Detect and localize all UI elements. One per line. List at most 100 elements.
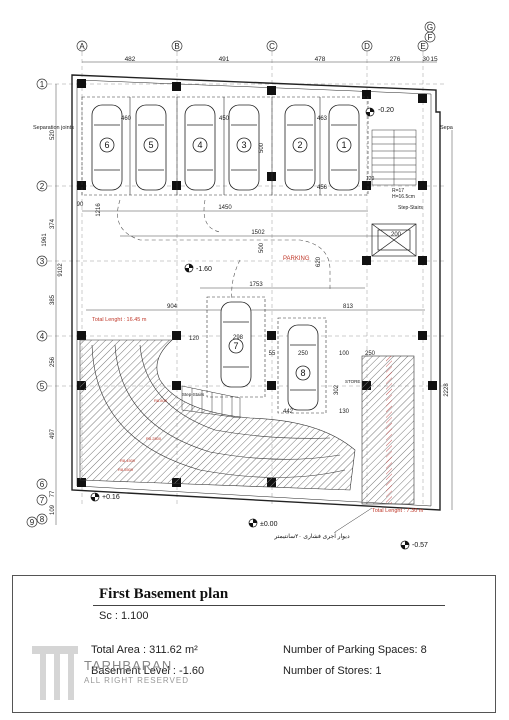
svg-text:-0.57: -0.57 — [412, 542, 428, 549]
store-count: Number of Stores: 1 — [283, 665, 382, 677]
svg-text:2228: 2228 — [444, 383, 450, 397]
svg-text:R8.5500: R8.5500 — [118, 467, 134, 472]
svg-text:302: 302 — [334, 384, 340, 395]
grid-row-3: 3 — [40, 257, 45, 266]
svg-text:374: 374 — [50, 218, 56, 229]
bay-dimensions: 460 450 463 500 4 5 6 90 1450 1216 1502 17… — [77, 116, 354, 310]
watermark-logo — [32, 646, 78, 700]
svg-text:520: 520 — [50, 129, 56, 140]
space-6: 6 — [104, 140, 109, 150]
svg-text:R8.800: R8.800 — [154, 398, 168, 403]
steps-stairs-label-2: Step-Stairs — [182, 392, 205, 397]
svg-text:120: 120 — [189, 336, 200, 342]
middle-dimensions: 298 55 250 120 100 130 442 302 250 — [189, 335, 376, 415]
svg-text:90: 90 — [77, 202, 84, 208]
svg-text:+0.16: +0.16 — [102, 494, 120, 501]
space-3: 3 — [241, 140, 246, 150]
svg-text:250: 250 — [365, 351, 376, 357]
svg-text:R8.2500: R8.2500 — [146, 436, 162, 441]
outer-walls — [71, 74, 441, 511]
wall-note: دیوار آجری فشاری ۲۰سانتیمتر — [273, 532, 350, 540]
dimension-lines — [82, 210, 425, 311]
watermark-sub: ALL RIGHT RESERVED — [84, 676, 189, 685]
watermark-name: TARHBARAN — [84, 658, 173, 673]
grid-row-7: 7 — [40, 496, 45, 505]
parking-row-1 — [81, 96, 369, 196]
grid-col-f: F — [428, 33, 433, 42]
elevator-dim: 200 — [391, 232, 402, 238]
parked-cars-middle — [220, 301, 319, 411]
svg-text:Step-Stairs: Step-Stairs — [398, 205, 423, 211]
svg-text:463: 463 — [317, 116, 328, 122]
elevator-shaft — [371, 223, 417, 257]
space-7: 7 — [233, 341, 238, 351]
svg-text:77: 77 — [50, 490, 56, 497]
row-grid-bubbles: 1 2 3 4 5 6 7 8 9 — [26, 78, 48, 528]
svg-text:500: 500 — [259, 142, 265, 153]
space-5: 5 — [148, 140, 153, 150]
floor-plan-drawing: A B C D E F G 482 491 478 276 30 15 1 2 … — [26, 21, 454, 550]
parking-space-numbers: 6 5 4 3 2 1 — [104, 140, 346, 150]
svg-text:450: 450 — [219, 116, 230, 122]
grid-row-5: 5 — [40, 382, 45, 391]
svg-text:1961: 1961 — [42, 233, 48, 247]
separation-label-left: Separation joints — [33, 125, 74, 131]
svg-text:109: 109 — [50, 504, 56, 515]
space-2: 2 — [297, 140, 302, 150]
parking-count: Number of Parking Spaces: 8 — [283, 644, 427, 656]
grid-col-c: C — [269, 42, 275, 51]
svg-text:442: 442 — [283, 409, 294, 415]
store-label: STORE — [345, 379, 360, 384]
svg-text:130: 130 — [339, 409, 350, 415]
svg-text:620: 620 — [316, 256, 322, 267]
grid-row-6: 6 — [40, 480, 45, 489]
svg-text:1216: 1216 — [96, 203, 102, 217]
svg-text:-0.20: -0.20 — [378, 107, 394, 114]
title-block: First Basement plan Sc : 1.100 Total Are… — [12, 575, 496, 713]
svg-text:120: 120 — [366, 176, 375, 182]
grid-col-d: D — [364, 42, 370, 51]
space-8: 8 — [300, 368, 305, 378]
svg-text:813: 813 — [343, 304, 354, 310]
grid-row-2: 2 — [40, 182, 45, 191]
svg-text:30: 30 — [422, 56, 430, 63]
svg-text:Total Lenght : 16.45 m: Total Lenght : 16.45 m — [92, 317, 147, 323]
svg-text:9102: 9102 — [58, 263, 64, 277]
structural-columns — [77, 79, 437, 487]
straight-ramp — [361, 355, 415, 505]
svg-text:904: 904 — [167, 304, 178, 310]
grid-row-4: 4 — [40, 332, 45, 341]
basement-level: Basement Level : -1.60 — [91, 665, 205, 677]
svg-text:491: 491 — [219, 56, 230, 63]
svg-text:478: 478 — [315, 56, 326, 63]
total-area: Total Area : 311.62 m² — [91, 644, 198, 656]
svg-text:100: 100 — [339, 351, 350, 357]
svg-text:482: 482 — [125, 56, 136, 63]
svg-text:460: 460 — [121, 116, 132, 122]
parking-label: PARKING — [283, 256, 310, 262]
svg-text:298: 298 — [233, 335, 244, 341]
level-markers: -0.20 -1.60 +0.16 ±0.00 -0.57 — [90, 107, 428, 550]
plan-title: First Basement plan — [99, 586, 229, 602]
grid-row-8: 8 — [40, 515, 45, 524]
stair-labels: R=17 H=16.5cm Step-Stairs 120 — [366, 176, 423, 211]
svg-text:1753: 1753 — [249, 282, 263, 288]
svg-text:256: 256 — [50, 356, 56, 367]
svg-text:250: 250 — [298, 351, 309, 357]
grid-col-g: G — [427, 23, 433, 32]
svg-text:R=17: R=17 — [392, 188, 404, 194]
svg-text:1502: 1502 — [251, 230, 265, 236]
parked-cars-top — [91, 104, 360, 191]
column-grid-bubbles: A B C D E F G — [76, 21, 436, 52]
svg-text:H=16.5cm: H=16.5cm — [392, 194, 415, 200]
ramp-annotations: Total Lenght : 16.45 m Total Lenght : 7.… — [92, 317, 424, 514]
grid-row-9: 9 — [30, 518, 35, 527]
svg-text:55: 55 — [269, 351, 276, 357]
svg-text:±0.00: ±0.00 — [260, 521, 278, 528]
grid-col-b: B — [174, 42, 179, 51]
svg-text:1450: 1450 — [218, 205, 232, 211]
svg-text:385: 385 — [50, 294, 56, 305]
space-4: 4 — [197, 140, 202, 150]
svg-text:500: 500 — [259, 242, 265, 253]
grid-row-1: 1 — [40, 80, 45, 89]
